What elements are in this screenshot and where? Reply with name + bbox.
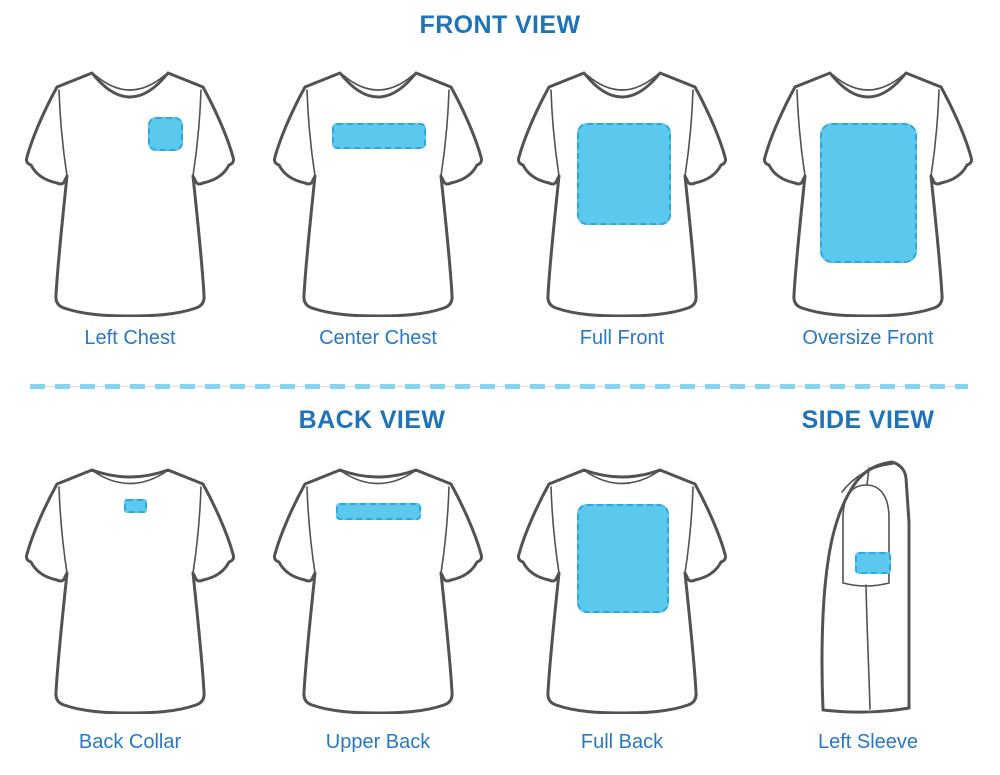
label-full-front: Full Front [579,327,665,349]
back-view-heading: BACK VIEW [298,406,446,434]
label-full-back: Full Back [580,731,664,753]
print-area-oversize-front [820,123,917,263]
label-left-sleeve: Left Sleeve [817,731,919,753]
label-oversize-front: Oversize Front [802,327,934,349]
left-chest-shirt-graphic [20,65,240,317]
print-area-full-front [577,123,671,225]
print-area-back-collar [124,499,147,513]
print-area-left-sleeve [855,552,891,574]
label-upper-back: Upper Back [325,731,431,753]
label-left-chest: Left Chest [84,327,176,349]
left-sleeve-shirt-graphic [818,452,918,714]
center-chest-shirt-graphic [268,65,488,317]
print-area-left-chest [148,117,183,151]
label-back-collar: Back Collar [78,731,182,753]
side-view-heading: SIDE VIEW [801,406,935,434]
label-center-chest: Center Chest [319,327,437,349]
print-area-upper-back [336,503,421,520]
print-area-full-back [577,504,669,613]
upper-back-shirt-graphic [268,462,488,714]
print-area-center-chest [332,123,426,149]
front-view-heading: FRONT VIEW [419,11,581,39]
section-divider [30,384,968,389]
